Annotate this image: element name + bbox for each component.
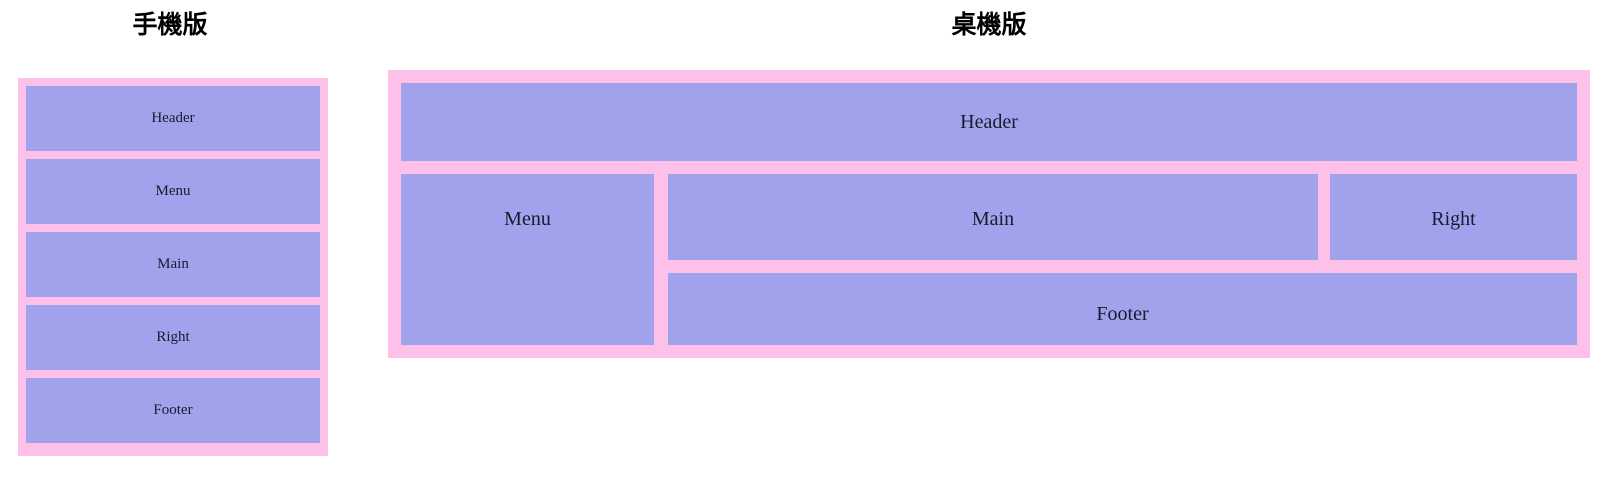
mobile-block-main: Main [26,232,320,297]
mobile-block-menu: Menu [26,159,320,224]
desktop-block-header: Header [401,83,1577,161]
mobile-block-right: Right [26,305,320,370]
desktop-body-region: Menu Main Right Footer [401,174,1577,345]
desktop-layout-title: 桌機版 [951,11,1027,39]
desktop-wireframe-container: Header Menu Main Right Footer [388,70,1590,358]
desktop-block-footer: Footer [668,273,1577,345]
desktop-block-right: Right [1330,174,1577,260]
mobile-block-footer: Footer [26,378,320,443]
mobile-wireframe-container: Header Menu Main Right Footer [18,78,328,456]
mobile-layout-title: 手機版 [132,11,208,39]
desktop-block-main: Main [668,174,1318,260]
desktop-block-menu: Menu [401,174,654,345]
mobile-block-header: Header [26,86,320,151]
